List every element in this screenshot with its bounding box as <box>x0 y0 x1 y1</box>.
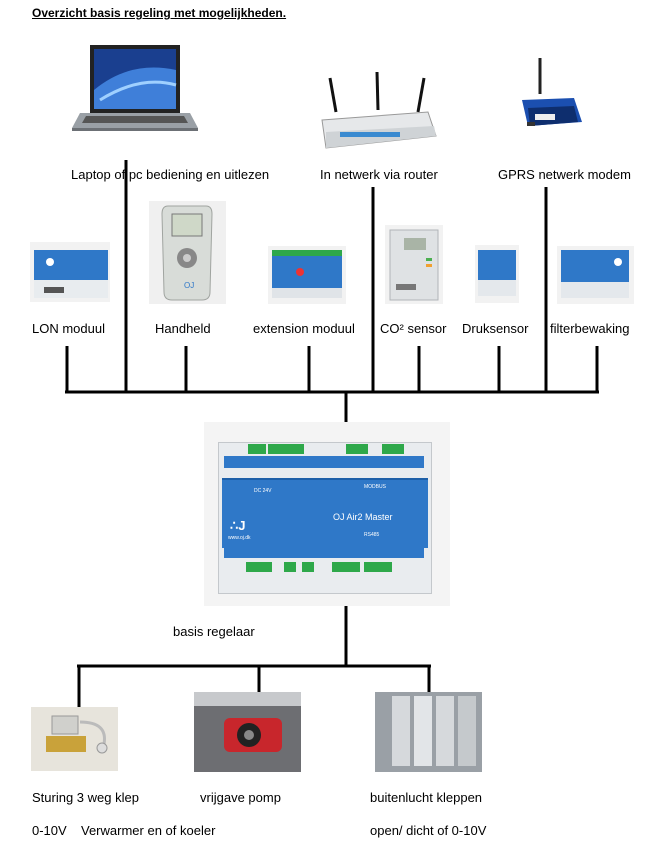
laptop-label: Laptop of pc bediening en uitlezen <box>71 167 270 182</box>
controller-image: DC 24V MODBUS OJ Air2 Master ∴J www.oj.d… <box>204 422 450 606</box>
open-dicht-note: open/ dicht of 0-10V <box>370 823 487 838</box>
filter-label: filterbewaking <box>550 321 630 336</box>
druk-label: Druksensor <box>462 321 529 336</box>
gprs-label: GPRS netwerk modem <box>498 167 631 182</box>
signal-note: 0-10V <box>32 823 67 838</box>
controller-brand: OJ Air2 Master <box>333 512 393 522</box>
controller-rs485-label: RS485 <box>364 532 380 538</box>
kleppen-label: buitenlucht kleppen <box>370 790 483 805</box>
controller-modbus-label: MODBUS <box>364 484 386 490</box>
page-title: Overzicht basis regeling met mogelijkhed… <box>32 6 287 20</box>
klep-label: Sturing 3 weg klep <box>32 790 139 805</box>
controller-label: basis regelaar <box>173 624 255 639</box>
pomp-label: vrijgave pomp <box>200 790 281 805</box>
router-label: In netwerk via router <box>320 167 438 182</box>
extension-label: extension moduul <box>253 321 355 336</box>
controller-power-label: DC 24V <box>254 488 272 494</box>
handheld-label: Handheld <box>155 321 211 336</box>
co2-label: CO² sensor <box>380 321 447 336</box>
oj-logo-icon: ∴J <box>230 518 246 533</box>
lon-label: LON moduul <box>32 321 105 336</box>
controller-url: www.oj.dk <box>228 535 251 541</box>
verwarmer-note: Verwarmer en of koeler <box>81 823 216 838</box>
